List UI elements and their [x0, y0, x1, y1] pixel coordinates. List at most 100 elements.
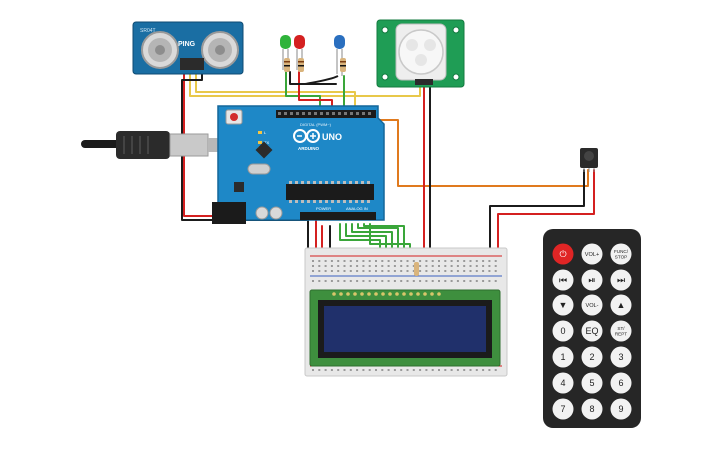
ultrasonic-label: PING	[178, 41, 196, 48]
arduino-model: UNO	[322, 132, 342, 142]
wire-led-gnd	[289, 71, 337, 85]
arduino-uno[interactable]: DIGITAL (PWM~) UNO ARDUINO L TX RX	[212, 105, 385, 224]
remote-button-label: 3	[618, 352, 623, 362]
remote-button-label: ST/	[617, 326, 625, 331]
remote-button-funcstop[interactable]: FUNC/STOP	[610, 243, 632, 265]
remote-button-2[interactable]: 2	[581, 346, 603, 368]
header-pin	[350, 112, 353, 115]
header-pin	[338, 112, 341, 115]
header-pin	[296, 112, 299, 115]
remote-button-label: 0	[560, 326, 565, 336]
play-pause-icon: ⏯	[588, 275, 595, 285]
remote-button-3[interactable]: 3	[610, 346, 632, 368]
power-button[interactable]: ⏻	[552, 243, 574, 265]
chip-pins	[289, 181, 370, 203]
digital-label: DIGITAL (PWM~)	[300, 122, 332, 127]
remote-button-label: FUNC/	[614, 249, 629, 254]
wire-led-green	[285, 71, 321, 113]
remote-button-4[interactable]: 4	[552, 372, 574, 394]
up-icon: ▲	[617, 300, 626, 310]
tx-led-label: TX	[264, 140, 269, 145]
remote-button-label: EQ	[585, 326, 598, 336]
remote-button-label: 5	[589, 378, 594, 388]
wire-ultrasonic-yellow-2	[195, 71, 356, 111]
power-icon: ⏻	[559, 249, 566, 259]
arduino-brand: ARDUINO	[298, 146, 319, 151]
remote-button-5[interactable]: 5	[581, 372, 603, 394]
arduino-logo-icon	[293, 129, 320, 143]
remote-button-label: VOL-	[585, 303, 598, 309]
remote-button-label: REPT	[615, 331, 627, 336]
lcd-pins	[332, 292, 441, 296]
remote-button-label: 4	[560, 378, 565, 388]
remote-button-label: 1	[560, 352, 565, 362]
play-pause-button[interactable]: ⏯	[581, 269, 603, 291]
remote-button-strept[interactable]: ST/REPT	[610, 320, 632, 342]
ultrasonic-transducer-left	[141, 31, 179, 69]
header-pin	[326, 112, 329, 115]
header-pin	[302, 112, 305, 115]
wire-ir-vcc	[497, 169, 595, 259]
header-pin	[344, 112, 347, 115]
power-jack	[212, 202, 246, 224]
ir-remote[interactable]: ⏻ VOL+ FUNC/STOP ⏮ ⏯ ⏭ ▼ VOL- ▲ 0 EQ ST/REPT 1 2 3 4 5 6 7…	[543, 229, 641, 428]
analog-label: ANALOG IN	[346, 206, 368, 211]
analog-header	[340, 212, 376, 220]
usb-chip	[255, 141, 273, 159]
header-pin	[290, 112, 293, 115]
remote-button-label: 2	[589, 352, 594, 362]
remote-buttons: ⏻ VOL+ FUNC/STOP ⏮ ⏯ ⏭ ▼ VOL- ▲ 0 EQ ST/REPT 1 2 3 4 5 6 7…	[552, 243, 632, 420]
remote-button-eq[interactable]: EQ	[581, 320, 603, 342]
fast-forward-icon: ⏭	[617, 275, 625, 285]
remote-button-label: 8	[589, 404, 594, 414]
remote-button-label: VOL+	[585, 252, 599, 258]
resistor-2	[298, 58, 304, 72]
remote-button-vol[interactable]: VOL-	[581, 294, 603, 316]
resistor-3	[340, 58, 346, 72]
down-icon: ▼	[559, 300, 568, 310]
header-pin	[314, 112, 317, 115]
pir-sensor[interactable]	[376, 19, 465, 88]
lcd-screen	[324, 306, 486, 352]
ultrasonic-header	[180, 58, 204, 70]
ultrasonic-transducer-right	[201, 31, 239, 69]
remote-button-vol[interactable]: VOL+	[581, 243, 603, 265]
fast-forward-button[interactable]: ⏭	[610, 269, 632, 291]
remote-button-label: STOP	[615, 254, 627, 259]
resistor-1	[284, 58, 290, 72]
l-led-label: L	[264, 130, 267, 135]
remote-button-9[interactable]: 9	[610, 398, 632, 420]
usb-cable	[81, 131, 230, 159]
pir-dome	[398, 29, 444, 75]
down-button[interactable]: ▼	[552, 294, 574, 316]
led-group	[280, 35, 346, 85]
header-pin	[332, 112, 335, 115]
ultrasonic-sensor[interactable]: SR04T PING	[132, 21, 244, 75]
header-pin	[278, 112, 281, 115]
lcd-display[interactable]	[309, 289, 501, 367]
header-pin	[284, 112, 287, 115]
ultrasonic-top-text: SR04T	[140, 28, 156, 34]
header-pin	[368, 112, 371, 115]
wire-ir-gnd	[489, 169, 585, 259]
breadboard-holes	[312, 260, 497, 371]
header-pin	[320, 112, 323, 115]
power-label: POWER	[316, 206, 331, 211]
up-button[interactable]: ▲	[610, 294, 632, 316]
remote-button-7[interactable]: 7	[552, 398, 574, 420]
header-pin	[356, 112, 359, 115]
atmega-chip	[286, 184, 374, 200]
header-pin	[362, 112, 365, 115]
ir-receiver[interactable]	[580, 148, 598, 172]
remote-button-6[interactable]: 6	[610, 372, 632, 394]
remote-button-label: 7	[560, 404, 565, 414]
remote-button-1[interactable]: 1	[552, 346, 574, 368]
wire-ir-signal-orange	[359, 119, 589, 187]
reset-button[interactable]	[230, 113, 238, 121]
rewind-button[interactable]: ⏮	[552, 269, 574, 291]
remote-button-0[interactable]: 0	[552, 320, 574, 342]
remote-button-8[interactable]: 8	[581, 398, 603, 420]
remote-button-label: 9	[618, 404, 623, 414]
rewind-icon: ⏮	[559, 275, 567, 285]
